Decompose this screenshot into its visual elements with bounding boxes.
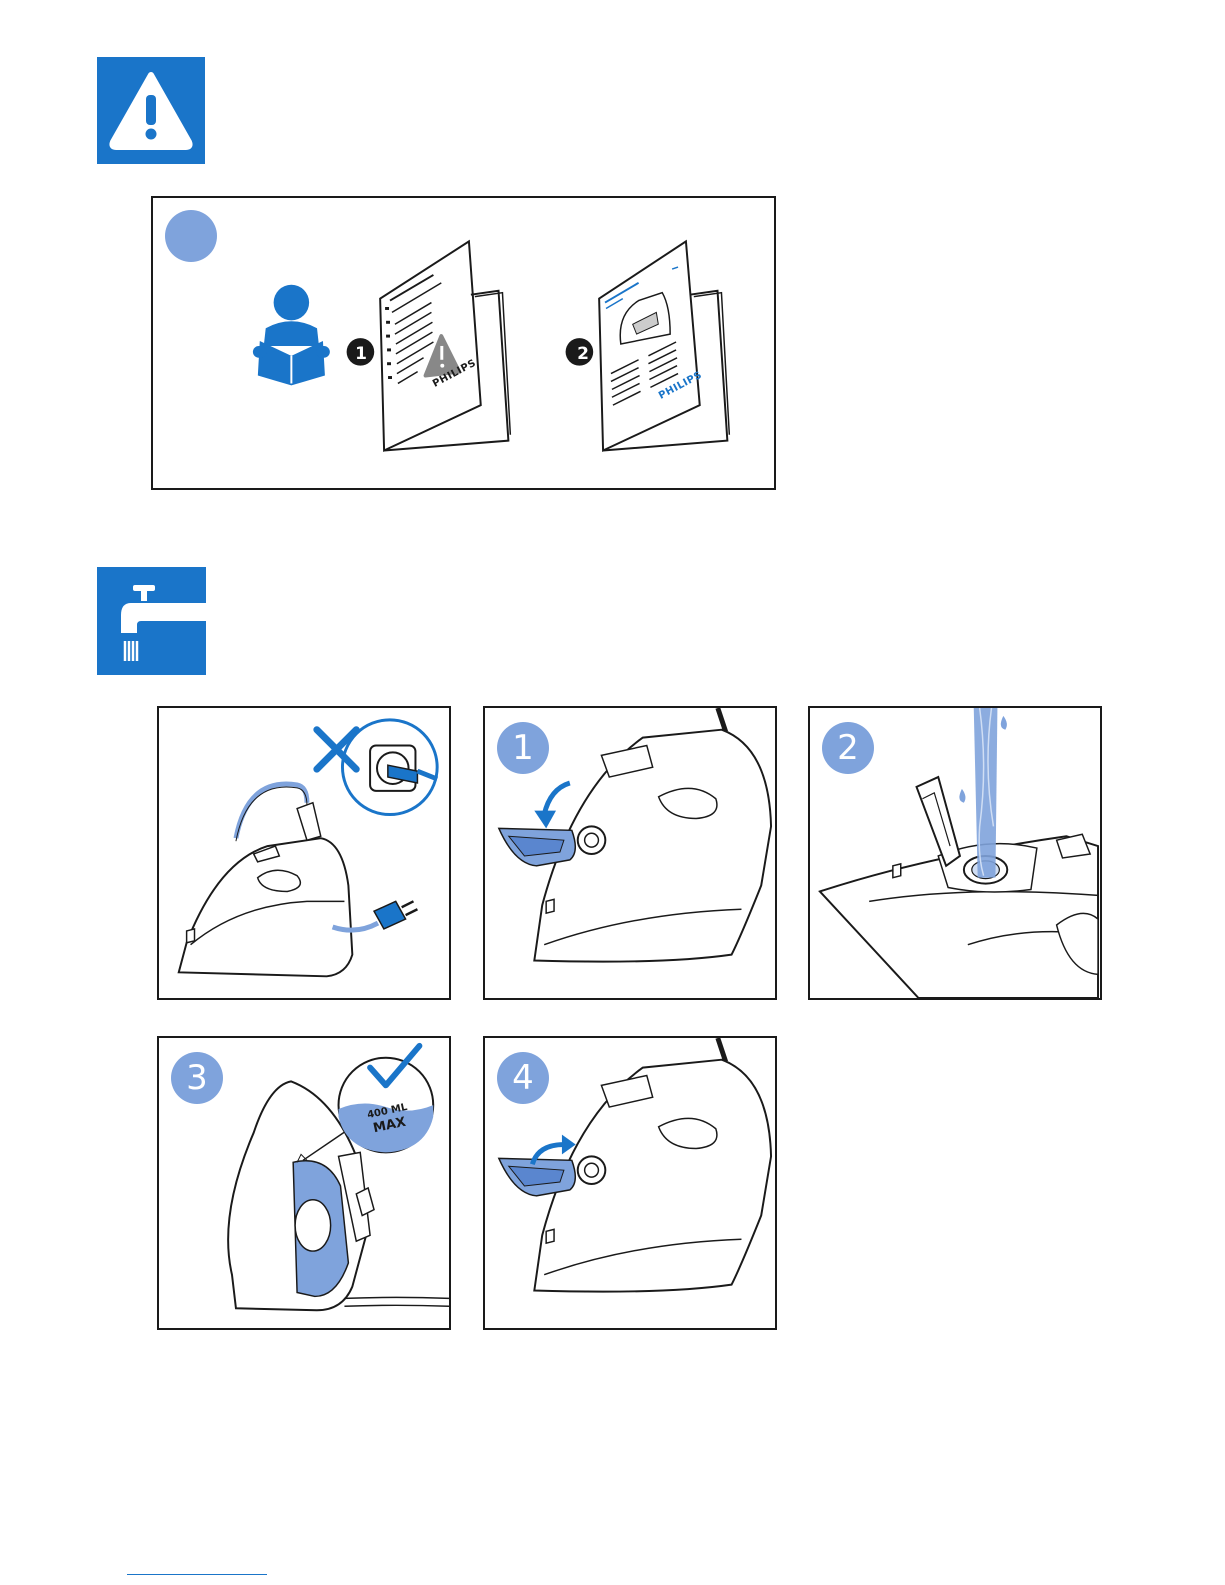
no-plug-icon xyxy=(317,720,437,815)
read-manual-panel: 1 2 PHILIPS PHILIPS xyxy=(151,196,776,490)
max-level-gauge-icon xyxy=(339,1046,434,1153)
reading-person-icon xyxy=(253,285,330,386)
booklet-1-number: 1 xyxy=(347,342,375,366)
step-2-panel: 2 xyxy=(808,706,1102,1000)
max-level-illustration xyxy=(159,1038,449,1328)
booklet-2-number: 2 xyxy=(569,342,597,366)
unplug-iron-illustration xyxy=(159,708,449,998)
open-water-lid-illustration xyxy=(485,708,775,998)
fill-water-illustration xyxy=(810,708,1100,998)
warning-section-icon-tile xyxy=(97,57,205,164)
unplug-panel xyxy=(157,706,451,1000)
close-water-lid-illustration xyxy=(485,1038,775,1328)
step-4-panel: 4 xyxy=(483,1036,777,1330)
footer-rule xyxy=(127,1574,267,1575)
warning-triangle-icon xyxy=(97,57,205,164)
water-section-icon-tile xyxy=(97,567,206,675)
step-3-panel: 3 400 ML MAX xyxy=(157,1036,451,1330)
read-manual-illustration xyxy=(153,198,774,488)
step-1-panel: 1 xyxy=(483,706,777,1000)
water-tap-icon xyxy=(97,567,206,675)
